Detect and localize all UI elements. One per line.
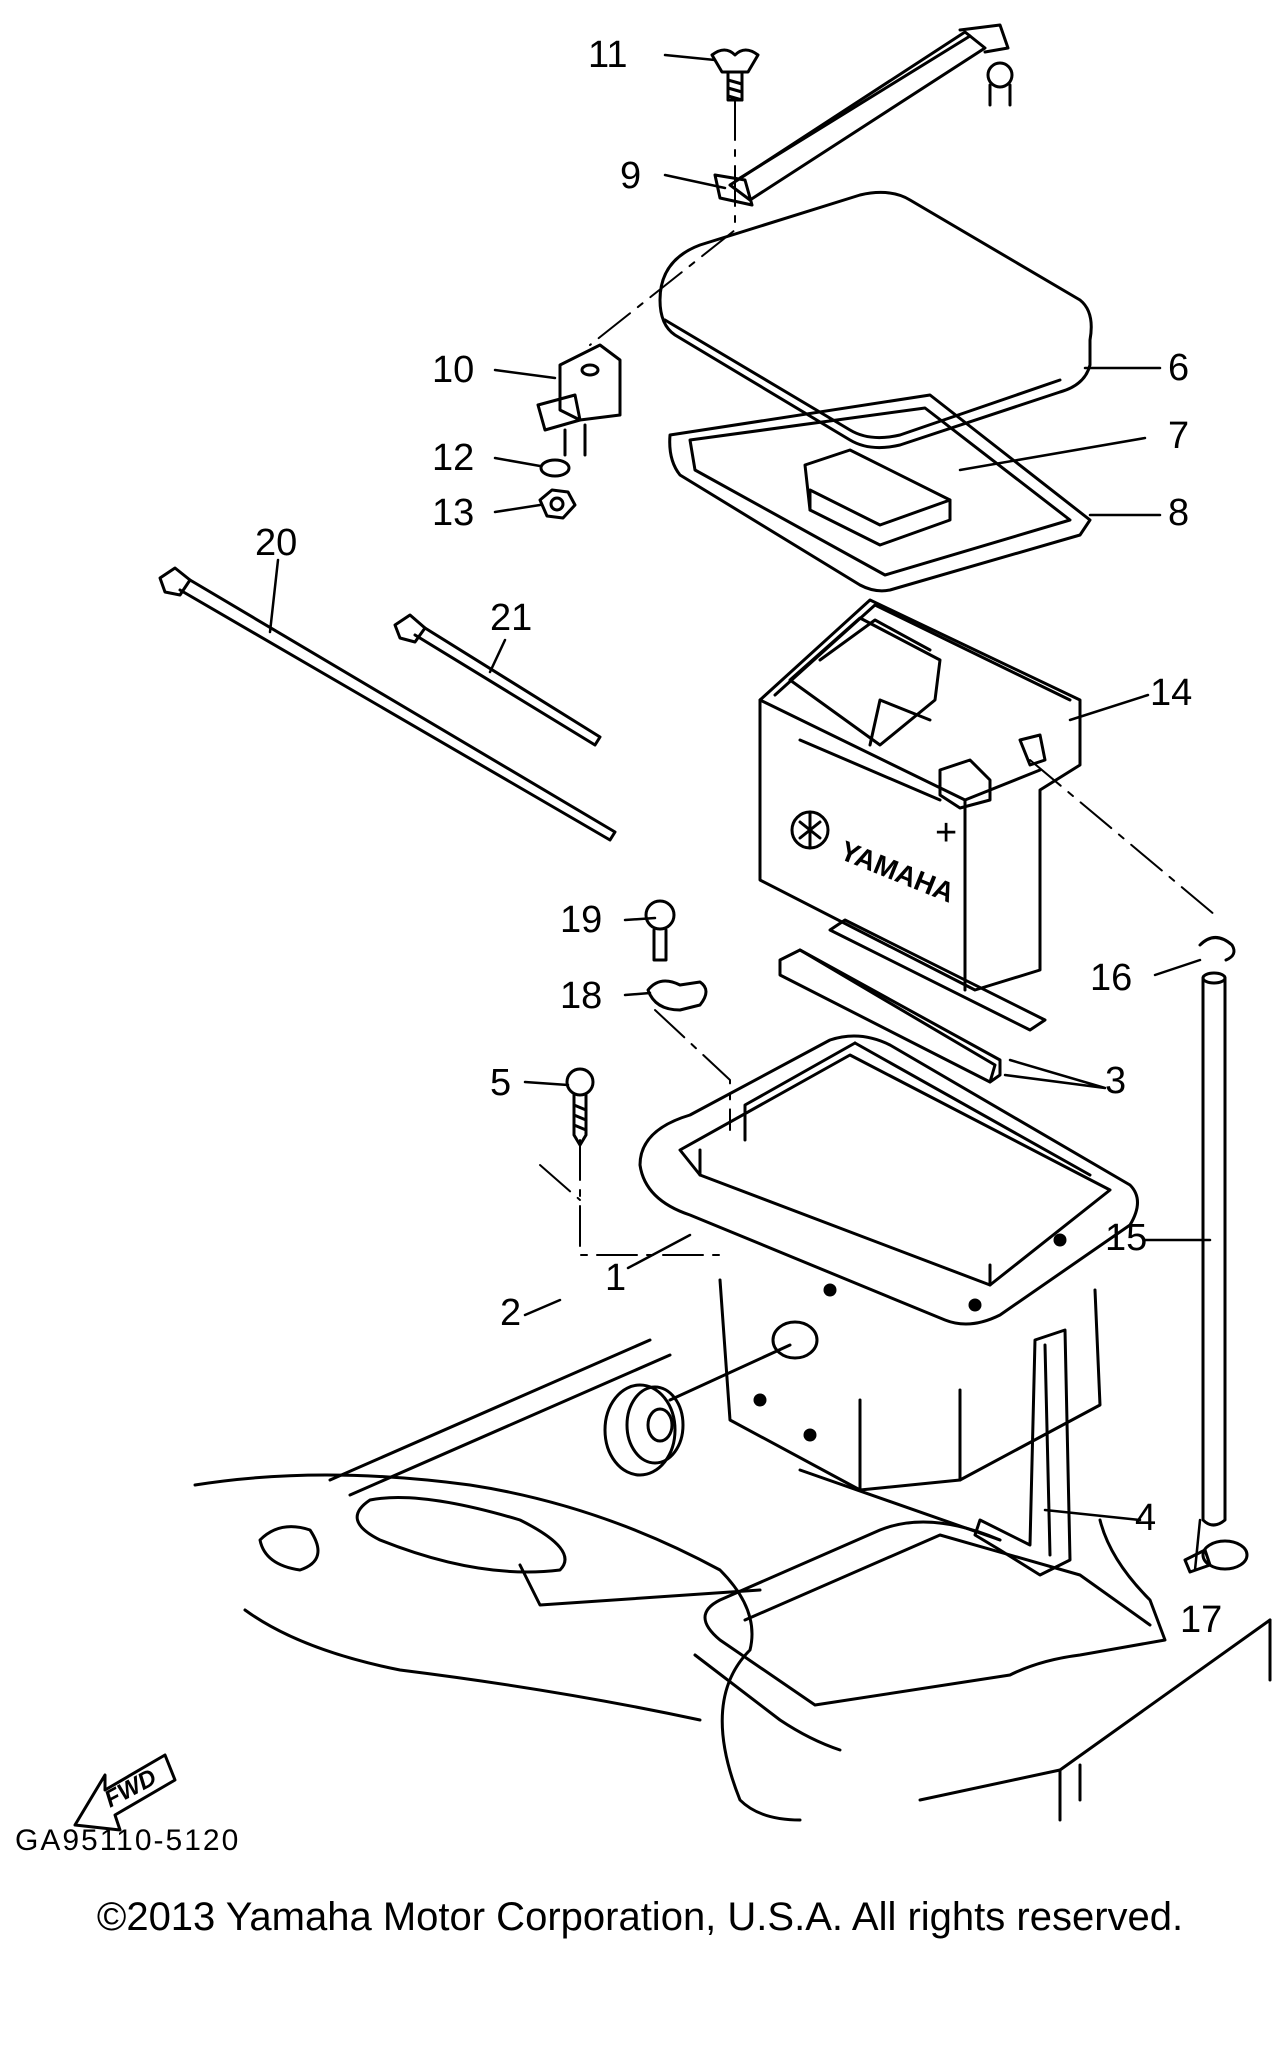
tapping-screw — [565, 1067, 595, 1147]
label-17: 17 — [1180, 1599, 1222, 1641]
vent-hose — [1201, 971, 1227, 1527]
hull-outline — [193, 1338, 1272, 1822]
label-18: 18 — [560, 975, 602, 1017]
hose-clip-lower — [1183, 1539, 1249, 1574]
label-4: 4 — [1135, 1497, 1156, 1539]
hex-nut — [538, 488, 577, 520]
label-14: 14 — [1150, 672, 1192, 714]
washer — [539, 458, 571, 478]
battery — [758, 598, 1082, 992]
label-12: 12 — [432, 437, 474, 479]
cover-pad — [803, 448, 952, 547]
battery-box — [638, 1034, 1139, 1492]
mounting-bracket — [536, 343, 622, 457]
label-7: 7 — [1168, 415, 1189, 457]
cable-tie-short — [393, 613, 602, 747]
cable-tie-long — [158, 566, 617, 842]
label-8: 8 — [1168, 492, 1189, 534]
label-19: 19 — [560, 899, 602, 941]
label-16: 16 — [1090, 957, 1132, 999]
label-9: 9 — [620, 155, 641, 197]
fwd-arrow-icon — [73, 1753, 177, 1832]
label-13: 13 — [432, 492, 474, 534]
label-20: 20 — [255, 522, 297, 564]
label-10: 10 — [432, 349, 474, 391]
cable-clamp — [646, 979, 708, 1012]
label-6: 6 — [1168, 347, 1189, 389]
copyright-notice: ©2013 Yamaha Motor Corporation, U.S.A. A… — [96, 1895, 1184, 1939]
label-3: 3 — [1105, 1060, 1126, 1102]
battery-band — [973, 1328, 1072, 1577]
label-1: 1 — [605, 1257, 626, 1299]
battery-spacers — [778, 918, 1047, 1084]
label-5: 5 — [490, 1062, 511, 1104]
label-11: 11 — [588, 34, 627, 76]
cover-seal — [668, 393, 1092, 593]
wing-bolt — [710, 48, 760, 102]
screw-19 — [644, 899, 676, 962]
battery-cover — [658, 190, 1093, 450]
grommet — [603, 1343, 792, 1477]
hose-clip-upper — [1198, 936, 1236, 962]
drawing-code: GA95110-5120 — [15, 1824, 240, 1857]
battery-hold-down-bar — [713, 23, 1014, 207]
battery-plus-label: + — [935, 812, 957, 854]
label-15: 15 — [1105, 1217, 1147, 1259]
label-2: 2 — [500, 1292, 521, 1334]
label-21: 21 — [490, 597, 532, 639]
